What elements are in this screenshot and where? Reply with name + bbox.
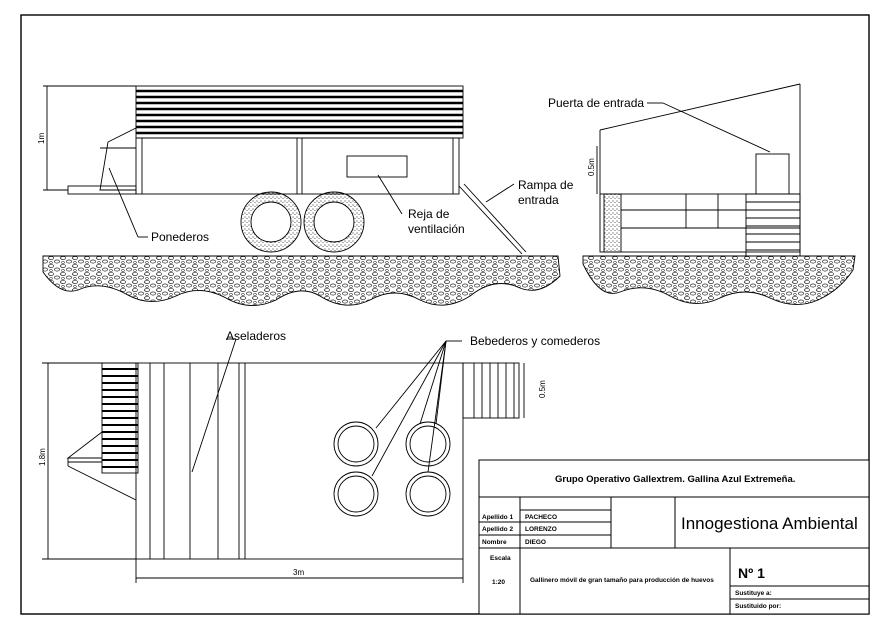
plan-ramp	[462, 362, 520, 419]
title-description: Gallinero móvil de gran tamaño para prod…	[530, 577, 714, 584]
dim-front-height: 1m	[37, 133, 46, 144]
side-stairs	[745, 193, 801, 257]
label-aseladeros: Aseladeros	[226, 329, 286, 343]
title-row-key-2: Apellido 2	[482, 526, 513, 533]
label-reja-line1: Reja de	[408, 207, 450, 221]
feeder-3	[333, 471, 379, 517]
wheel-right	[303, 191, 365, 253]
label-bebederos: Bebederos y comederos	[470, 334, 600, 348]
feeder-4	[405, 471, 451, 517]
title-escala-value: 1:20	[492, 579, 505, 586]
title-project: Grupo Operativo Gallextrem. Gallina Azul…	[555, 474, 795, 485]
title-row-key-3: Nombre	[482, 539, 507, 546]
title-sustituye: Sustituye a:	[735, 590, 772, 597]
title-row-value-2: LORENZO	[525, 526, 557, 533]
dim-plan-depth: 1.8m	[38, 448, 47, 466]
front-ramp	[458, 185, 523, 255]
title-row-value-1: PACHECO	[525, 514, 557, 521]
label-rampa-line2: entrada	[518, 193, 559, 207]
vent-window	[346, 155, 408, 178]
title-block	[478, 459, 870, 615]
dim-side-height: 0.5m	[587, 158, 596, 176]
side-elevation	[582, 83, 856, 305]
label-ponederos: Ponederos	[151, 230, 209, 244]
dim-plan-width: 3m	[293, 568, 304, 577]
front-elevation	[42, 85, 561, 306]
plan-hitch	[66, 431, 137, 501]
title-number: Nº 1	[738, 565, 765, 581]
feeder-2	[405, 421, 451, 467]
title-escala-label: Escala	[490, 555, 511, 562]
dim-plan-ramp: 0.5m	[538, 380, 547, 398]
label-rampa-line1: Rampa de	[518, 178, 574, 192]
wheel-left	[240, 191, 302, 253]
front-roof	[135, 85, 464, 139]
front-ground	[42, 255, 561, 306]
label-puerta: Puerta de entrada	[548, 96, 644, 110]
title-row-value-3: DIEGO	[525, 539, 546, 546]
plan-view	[42, 338, 525, 583]
title-company: Innogestiona Ambiental	[681, 514, 858, 533]
front-body	[135, 137, 460, 195]
label-reja-line2: ventilación	[408, 222, 465, 236]
title-row-key-1: Apellido 1	[482, 514, 513, 521]
sheet-border	[20, 14, 870, 615]
side-ground	[582, 255, 856, 305]
title-sustituido: Sustituido por:	[735, 603, 781, 610]
nest-boxes	[99, 127, 137, 191]
feeder-1	[333, 421, 379, 467]
side-roof	[599, 83, 801, 131]
roof-stripes	[136, 89, 463, 135]
plan-nest-stripes	[102, 368, 138, 468]
entrance-door	[755, 153, 790, 195]
